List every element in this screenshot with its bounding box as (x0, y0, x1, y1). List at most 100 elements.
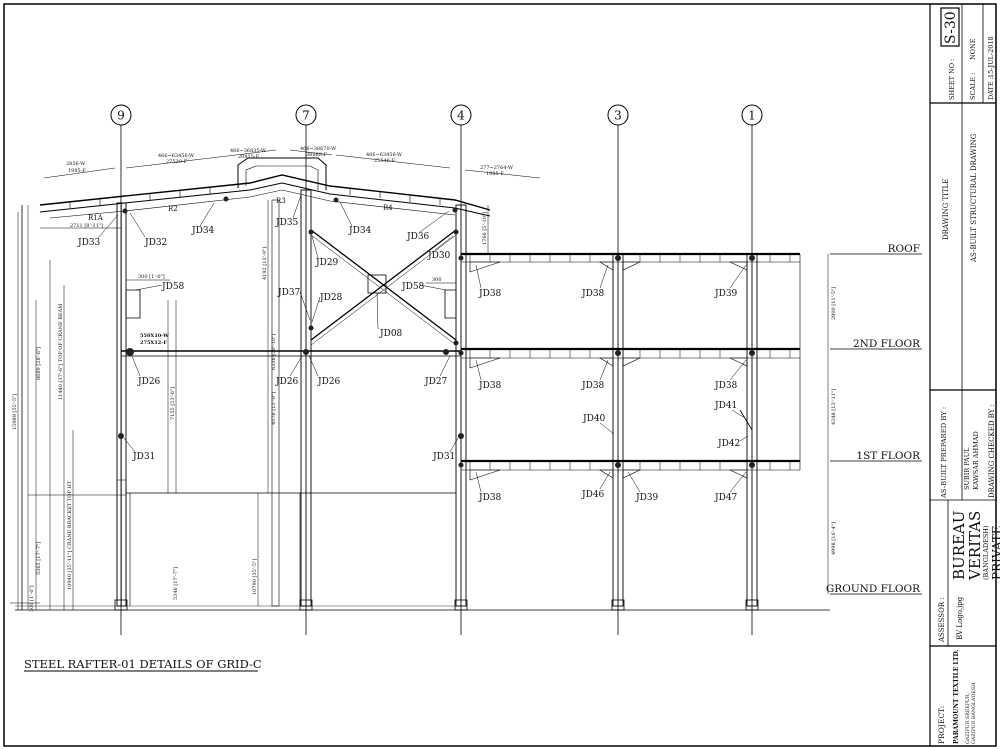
dim-rafter-5a: 277~2764-W (480, 165, 514, 171)
dim-rafter-5b: 1985-F (486, 171, 504, 177)
joint-label: JD41 (714, 401, 737, 411)
drawing-title-label: DRAWING TITLE (942, 179, 950, 240)
dim-crane-bracket-top: 10940 [35'-11"] CRANE BRACKET TOP HT (67, 480, 73, 590)
joint-label: JD08 (379, 329, 403, 339)
dim-overall-height: 15989 [52'-5"] (12, 394, 18, 430)
grid-bubbles (110, 104, 763, 126)
joint-label: JD39 (635, 493, 659, 503)
rafter-label-r2: R2 (168, 205, 178, 213)
dim-roof-2nd: 2900 [11'-5"] (831, 287, 837, 320)
joint-label: JD31 (132, 452, 155, 462)
dim-lower-left: 5365 [17'-7"] (36, 542, 42, 575)
dim-roof-rise: 1766 [5'-10"] (482, 212, 488, 245)
rafter-label-r3: R3 (276, 197, 286, 205)
joint-label: JD30 (427, 251, 451, 261)
scale-value: NONE (969, 38, 977, 60)
date-label: DATE : (987, 77, 995, 100)
grid-label-7: 7 (302, 109, 310, 123)
dim-rafter-2d: 20815-F (238, 154, 260, 160)
dim-col7-mid: 6356 [20'-10"] (271, 334, 277, 370)
joint-label: JD38 (581, 289, 605, 299)
grid-label-3: 3 (614, 109, 622, 123)
joint-label: JD35 (275, 218, 299, 228)
svg-text:VERITAS: VERITAS (966, 511, 984, 581)
joint-label: JD38 (581, 381, 605, 391)
scale-label: SCALE : (969, 73, 977, 100)
left-bay-structure (15, 157, 830, 611)
dim-eave-width: 2711 [8'-11"] (70, 223, 103, 229)
svg-text:BUREAU: BUREAU (950, 511, 968, 580)
dim-rafter-2b: 27520-F (166, 159, 188, 165)
level-first-floor: 1ST FLOOR (856, 450, 921, 462)
joint-label: JD26 (317, 377, 341, 387)
dim-col7-upper: 4192 [13'-9"] (262, 247, 268, 280)
dim-rafter-3a: 466~38670-W (300, 146, 337, 152)
dim-overall-mid: 8689 [28'-6"] (36, 347, 42, 380)
dim-bracket-300: 300 (432, 277, 442, 283)
dim-rafter-1a: 2856-W (66, 161, 86, 167)
dim-lower-crane: 5346 [17'-7"] (173, 567, 179, 600)
dim-col7-lower: 4576 [15'-0"] (271, 392, 277, 425)
joint-label: JD38 (714, 381, 738, 391)
floor-joist-ticks (469, 254, 791, 470)
joint-labels: JD32 JD33 JD34 JD35 JD34 JD36 JD29 JD30 … (77, 218, 740, 503)
dim-plinth: 300 [1'-0"] (29, 585, 35, 612)
dimension-lines (10, 149, 829, 610)
right-frame-structure (114, 252, 801, 611)
dim-1st-ground: 4998 [16'-4"] (831, 522, 837, 555)
level-second-floor: 2ND FLOOR (853, 338, 921, 350)
section-web-label: 550X10-W (140, 333, 169, 339)
sheet-no-label: SHEET NO : (948, 59, 956, 100)
title-block (929, 4, 996, 746)
dim-rafter-2a: 466~63456-W (158, 153, 195, 159)
joint-label: JD38 (478, 289, 502, 299)
joint-label: JD47 (714, 493, 738, 503)
grid-label-1: 1 (748, 109, 756, 123)
grid-label-4: 4 (457, 109, 465, 123)
rafter-label-r1a: R1A (88, 214, 104, 222)
joint-label: JD26 (275, 377, 299, 387)
prepared-by-name-1: SUBIR PAUL (963, 447, 971, 490)
joint-label: JD34 (191, 226, 215, 236)
prepared-by-label: AS-BUILT PREPARED BY : (940, 407, 948, 499)
dim-2nd-1st: 4248 [13'-11"] (831, 389, 837, 425)
date-value: 15-JUL-2018 (987, 36, 995, 78)
joint-label: JD58 (401, 282, 425, 292)
dim-rafter-3b: 38868-F (306, 152, 328, 158)
joint-label: JD42 (717, 439, 740, 449)
dim-bracket-width: 300 [1'-0"] (138, 274, 165, 280)
project-name: PARAMOUNT TEXTILE LTD. (953, 649, 960, 744)
leader-lines (97, 194, 749, 493)
joint-label: JD31 (432, 452, 455, 462)
prepared-by-name-2: KAWSAR AHMAD (972, 431, 980, 490)
sheet-border (3, 3, 997, 747)
joint-label: JD38 (478, 493, 502, 503)
sheet-number: S-30 (943, 11, 959, 44)
dim-rafter-1b: 1985-F (68, 168, 86, 174)
rafter-label-r4: R4 (383, 204, 393, 212)
joint-label: JD29 (315, 258, 339, 268)
project-address-1: GAZIPUR SREEPUR, (965, 692, 971, 744)
checked-by-label: DRAWING CHECKED BY : (988, 404, 996, 498)
grid-label-9: 9 (117, 109, 125, 123)
logo-filename: BV Logo.jpg (956, 596, 964, 640)
assessor-label: ASSESSOR : (938, 597, 946, 643)
drawing-title: AS-BUILT STRUCTURAL DRAWING (970, 133, 978, 263)
drawing-caption: STEEL RAFTER-01 DETAILS OF GRID-C (24, 657, 262, 671)
svg-text:(BANGLADESH): (BANGLADESH) (982, 525, 990, 580)
joint-label: JD26 (137, 377, 161, 387)
dim-rafter-4b: 25546-F (374, 158, 396, 164)
dim-lower-col7: 10790 [35'-5"] (252, 559, 258, 595)
joint-label: JD58 (161, 282, 185, 292)
section-flange-label: 275X12-F (140, 340, 167, 346)
joint-label: JD32 (144, 238, 167, 248)
joint-label: JD34 (348, 226, 372, 236)
joint-label: JD28 (319, 293, 343, 303)
dim-crane-span: 7155 [23'-6"] (170, 387, 176, 420)
joint-label: JD38 (478, 381, 502, 391)
level-roof: ROOF (888, 243, 920, 255)
dim-rafter-2c: 466~36835-W (230, 148, 267, 154)
joint-label: JD33 (77, 238, 101, 248)
project-address-2: GAZIPUR BANGLADESH (971, 683, 977, 744)
